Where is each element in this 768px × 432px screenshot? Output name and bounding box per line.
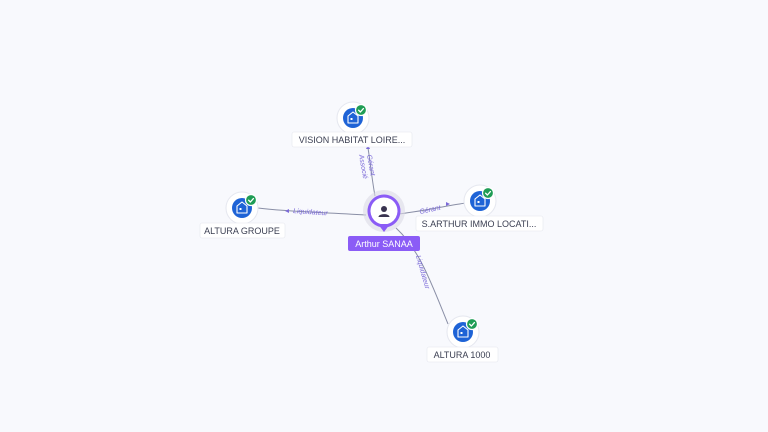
building-icon bbox=[347, 111, 359, 124]
svg-text:ALTURA 1000: ALTURA 1000 bbox=[434, 350, 491, 360]
company-label-sarthur[interactable]: S.ARTHUR IMMO LOCATI... bbox=[415, 215, 544, 232]
edge-altura-groupe bbox=[257, 207, 367, 216]
company-label-altura-1000[interactable]: ALTURA 1000 bbox=[426, 346, 499, 363]
edge-altura-1000 bbox=[395, 227, 449, 325]
company-node-vision[interactable] bbox=[336, 101, 370, 135]
check-icon bbox=[244, 193, 258, 207]
edge-label-sarthur: Gérant bbox=[419, 204, 442, 216]
company-node-altura-groupe[interactable] bbox=[225, 191, 259, 225]
check-icon bbox=[465, 317, 479, 331]
svg-text:VISION HABITAT LOIRE...: VISION HABITAT LOIRE... bbox=[299, 135, 406, 145]
edge-label-vision-1: Gérant bbox=[365, 154, 376, 177]
check-icon bbox=[354, 103, 368, 117]
edge-vision bbox=[367, 147, 376, 197]
building-icon bbox=[474, 194, 486, 207]
company-node-altura-1000[interactable] bbox=[446, 315, 480, 349]
edge-label-altura-groupe: Liquidateur bbox=[293, 208, 329, 217]
building-icon bbox=[236, 201, 248, 214]
building-icon bbox=[457, 325, 469, 338]
edge-label-altura-1000: Liquidateur bbox=[414, 255, 430, 291]
check-icon bbox=[481, 186, 495, 200]
arrow-altura-groupe bbox=[285, 209, 289, 213]
svg-text:S.ARTHUR IMMO LOCATI...: S.ARTHUR IMMO LOCATI... bbox=[422, 219, 537, 229]
person-icon bbox=[378, 206, 390, 217]
svg-text:Arthur SANAA: Arthur SANAA bbox=[355, 239, 413, 249]
arrow-sarthur bbox=[446, 202, 450, 206]
person-label[interactable]: Arthur SANAA bbox=[348, 236, 420, 251]
company-label-altura-groupe[interactable]: ALTURA GROUPE bbox=[199, 222, 286, 239]
edge-sarthur bbox=[398, 202, 467, 215]
company-node-sarthur[interactable] bbox=[463, 184, 497, 218]
company-label-vision[interactable]: VISION HABITAT LOIRE... bbox=[291, 131, 413, 148]
svg-text:ALTURA GROUPE: ALTURA GROUPE bbox=[204, 226, 280, 236]
edge-label-vision-2: Associé bbox=[357, 153, 368, 179]
person-node[interactable] bbox=[363, 190, 405, 232]
